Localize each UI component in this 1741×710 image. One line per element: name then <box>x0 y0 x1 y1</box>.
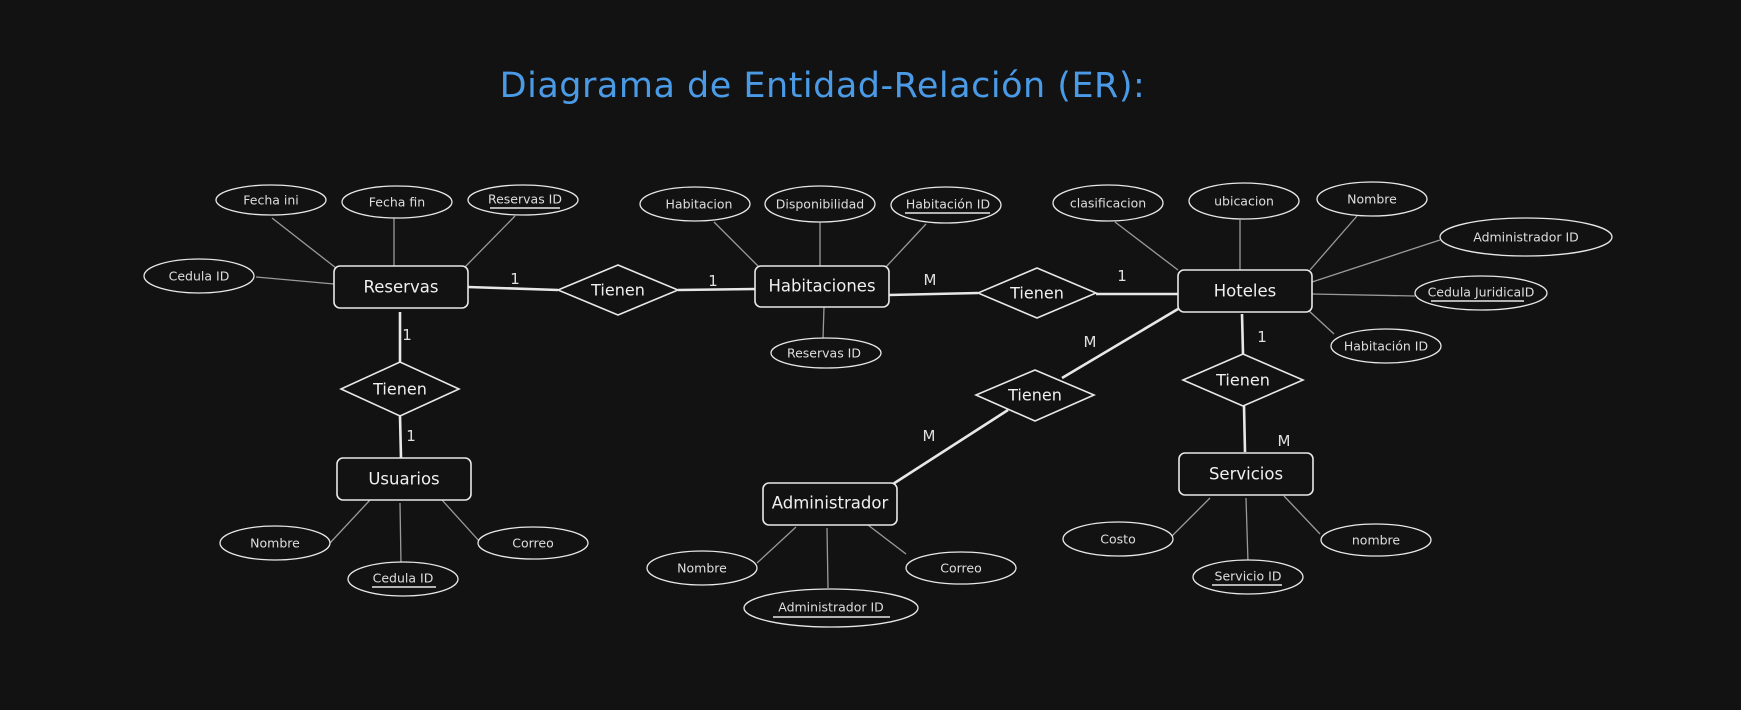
attribute-usuarios-nombre: Nombre <box>219 525 331 561</box>
attribute-reservas-fecha-ini: Fecha ini <box>215 184 327 216</box>
cardinality-hoteles-r5: 1 <box>1257 328 1267 346</box>
svg-text:Tienen: Tienen <box>1009 284 1064 303</box>
entity-usuarios: Usuarios <box>336 457 472 501</box>
entities: Reservas Usuarios Habitaciones Hoteles A… <box>333 265 1314 526</box>
page-title: Diagrama de Entidad-Relación (ER): <box>499 66 1146 106</box>
entity-servicios: Servicios <box>1178 452 1314 496</box>
attribute-reservas-cedula-id: Cedula ID <box>143 258 255 294</box>
attribute-servicios-id: Servicio ID <box>1192 559 1304 595</box>
svg-text:Disponibilidad: Disponibilidad <box>776 197 864 212</box>
attribute-hoteles-clasificacion: clasificacion <box>1052 184 1164 222</box>
svg-text:Administrador ID: Administrador ID <box>778 600 884 615</box>
entity-habitaciones: Habitaciones <box>754 265 890 308</box>
attribute-hoteles-ubicacion: ubicacion <box>1188 182 1300 220</box>
svg-text:Servicio ID: Servicio ID <box>1215 569 1282 584</box>
relationship-reservas-habitaciones: Tienen <box>555 264 681 316</box>
svg-text:Tienen: Tienen <box>590 281 645 300</box>
svg-text:clasificacion: clasificacion <box>1070 196 1146 211</box>
attribute-hoteles-nombre: Nombre <box>1316 181 1428 217</box>
svg-text:Costo: Costo <box>1100 532 1135 547</box>
entity-administrador: Administrador <box>762 482 898 526</box>
attribute-servicios-nombre: nombre <box>1320 523 1432 557</box>
attribute-reservas-fecha-fin: Fecha fin <box>341 185 453 219</box>
relationships: Tienen Tienen Tienen Tienen Tienen <box>339 264 1306 422</box>
svg-text:Servicios: Servicios <box>1209 465 1283 484</box>
attribute-hoteles-habitacion-id: Habitación ID <box>1330 328 1442 364</box>
svg-text:Tienen: Tienen <box>1007 386 1062 405</box>
svg-text:Habitaciones: Habitaciones <box>768 277 875 296</box>
svg-text:nombre: nombre <box>1352 533 1401 548</box>
attribute-habitaciones-reservas-id: Reservas ID <box>770 337 882 369</box>
relationship-hoteles-servicios: Tienen <box>1180 353 1306 407</box>
svg-text:Fecha ini: Fecha ini <box>243 193 299 208</box>
cardinality-r4-administrador: M <box>923 427 936 445</box>
cardinality-labels: 1 1 M 1 1 1 M M 1 M <box>402 267 1290 450</box>
svg-text:Nombre: Nombre <box>250 536 300 551</box>
cardinality-reservas-r1: 1 <box>510 270 520 288</box>
svg-text:Tienen: Tienen <box>1215 371 1270 390</box>
attribute-usuarios-cedula-id: Cedula ID <box>347 561 459 597</box>
attribute-connectors <box>255 215 1441 589</box>
entity-reservas: Reservas <box>333 265 469 309</box>
relationship-reservas-usuarios: Tienen <box>339 361 461 417</box>
svg-text:Administrador ID: Administrador ID <box>1473 230 1579 245</box>
svg-text:Fecha fin: Fecha fin <box>369 195 425 210</box>
cardinality-r2-hoteles: 1 <box>1117 267 1127 285</box>
attribute-servicios-costo: Costo <box>1062 521 1174 557</box>
attribute-habitaciones-habitacion: Habitacion <box>639 186 751 222</box>
attributes: Fecha ini Fecha fin Reservas ID Cedula I… <box>143 181 1613 628</box>
svg-text:Correo: Correo <box>512 536 554 551</box>
svg-text:Tienen: Tienen <box>372 380 427 399</box>
cardinality-habitaciones-r2: M <box>924 271 937 289</box>
attribute-admin-correo: Correo <box>905 551 1017 585</box>
cardinality-r1-habitaciones: 1 <box>708 272 718 290</box>
relationship-lines <box>398 285 1247 486</box>
svg-text:Habitacion: Habitacion <box>666 197 733 212</box>
cardinality-hoteles-r4: M <box>1084 333 1097 351</box>
svg-text:Cedula ID: Cedula ID <box>373 571 434 586</box>
svg-text:Habitación ID: Habitación ID <box>906 197 990 212</box>
attribute-hoteles-admin-id: Administrador ID <box>1439 217 1613 257</box>
cardinality-reservas-r3: 1 <box>402 326 412 344</box>
attribute-admin-id: Administrador ID <box>743 588 919 628</box>
relationship-habitaciones-hoteles: Tienen <box>975 267 1099 319</box>
svg-text:Administrador: Administrador <box>772 494 889 513</box>
attribute-habitaciones-id: Habitación ID <box>890 186 1002 224</box>
relationship-hoteles-administrador: Tienen <box>973 369 1097 422</box>
cardinality-r5-servicios: M <box>1278 432 1291 450</box>
svg-text:ubicacion: ubicacion <box>1214 194 1274 209</box>
svg-text:Reservas ID: Reservas ID <box>787 346 861 361</box>
entity-hoteles: Hoteles <box>1177 269 1313 313</box>
attribute-usuarios-correo: Correo <box>477 526 589 560</box>
svg-text:Reservas ID: Reservas ID <box>488 192 562 207</box>
svg-text:Nombre: Nombre <box>677 561 727 576</box>
svg-text:Cedula ID: Cedula ID <box>169 269 230 284</box>
attribute-reservas-id: Reservas ID <box>467 184 579 216</box>
attribute-habitaciones-disponibilidad: Disponibilidad <box>764 185 876 223</box>
svg-text:Hoteles: Hoteles <box>1214 282 1276 301</box>
cardinality-r3-usuarios: 1 <box>406 427 416 445</box>
svg-text:Nombre: Nombre <box>1347 192 1397 207</box>
svg-text:Habitación ID: Habitación ID <box>1344 339 1428 354</box>
svg-text:Cedula JuridicaID: Cedula JuridicaID <box>1428 285 1535 300</box>
svg-text:Correo: Correo <box>940 561 982 576</box>
svg-text:Reservas: Reservas <box>364 278 439 297</box>
svg-text:Usuarios: Usuarios <box>368 470 439 489</box>
attribute-admin-nombre: Nombre <box>646 550 758 586</box>
attribute-hoteles-cedula-juridica: Cedula JuridicaID <box>1414 275 1548 311</box>
